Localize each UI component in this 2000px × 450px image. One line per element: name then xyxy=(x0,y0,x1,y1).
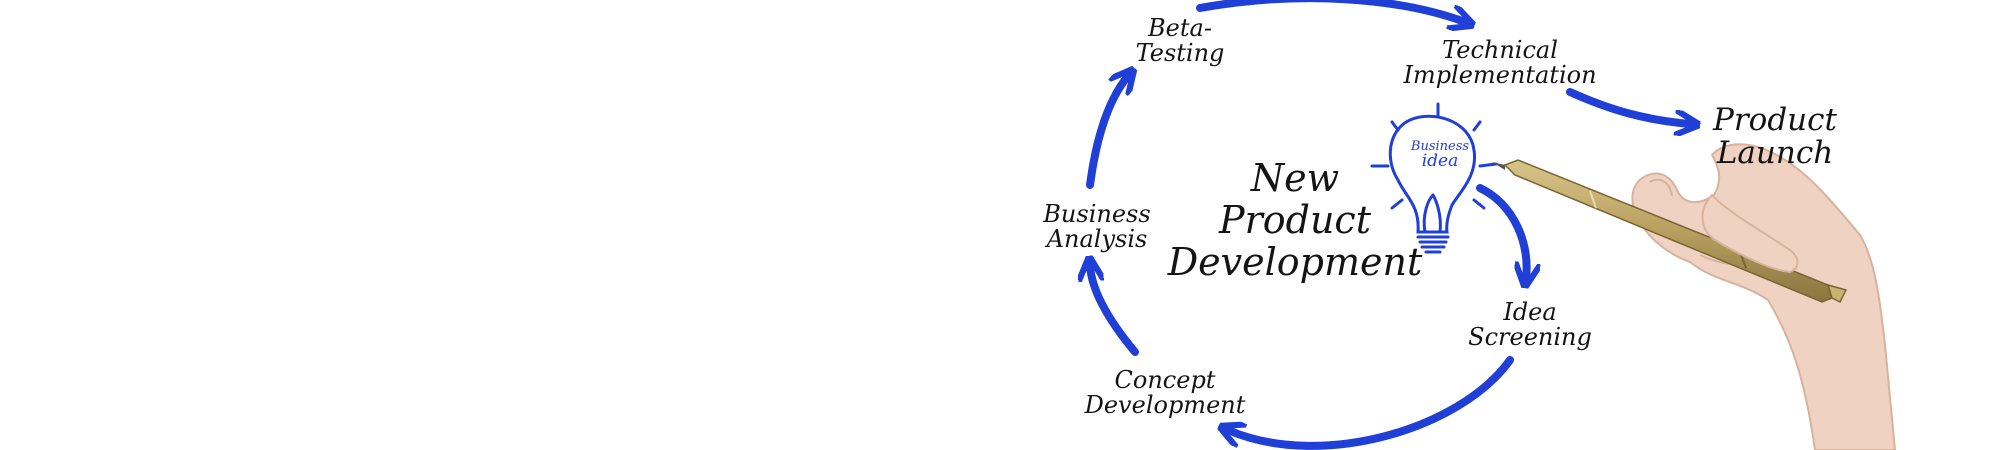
arrow-bulb-to-idea-screening xyxy=(1476,184,1527,278)
stage-business-analysis: Business Analysis xyxy=(1022,200,1172,254)
bulb-text-line1: Business xyxy=(1410,139,1470,154)
stage-concept-development-line1: Concept xyxy=(1114,366,1216,394)
hand-holding-pen xyxy=(1492,143,1897,450)
stage-idea-screening-line1: Idea xyxy=(1503,298,1557,326)
stage-concept-development: Concept Development xyxy=(1065,366,1265,420)
center-title-line3: Development xyxy=(1167,239,1423,284)
stage-idea-screening-line2: Screening xyxy=(1468,323,1592,352)
stage-product-launch-line2: Launch xyxy=(1716,134,1834,171)
lightbulb-icon xyxy=(1370,102,1498,254)
center-title: New Product Development xyxy=(1150,156,1440,284)
arrow-concept-to-business xyxy=(1090,266,1139,356)
arrow-technical-to-launch xyxy=(1566,88,1690,124)
bulb-text-line2: idea xyxy=(1421,151,1459,171)
stage-technical-implementation-line1: Technical xyxy=(1442,36,1558,64)
stage-product-launch-line1: Product xyxy=(1713,102,1837,138)
stage-business-analysis-line2: Analysis xyxy=(1046,225,1148,254)
pen-icon xyxy=(1492,159,1848,304)
arrow-idea-to-concept xyxy=(1228,356,1514,450)
stage-technical-implementation-line2: Implementation xyxy=(1403,61,1597,90)
stage-beta-testing: Beta- Testing xyxy=(1115,14,1245,68)
stage-product-launch: Product Launch xyxy=(1690,104,1860,169)
arrow-business-to-beta xyxy=(1086,76,1128,189)
stage-idea-screening: Idea Screening xyxy=(1440,298,1620,352)
stage-technical-implementation: Technical Implementation xyxy=(1380,36,1620,90)
stage-business-analysis-line1: Business xyxy=(1043,200,1151,228)
center-title-line1: New xyxy=(1250,156,1340,200)
stage-beta-testing-line2: Testing xyxy=(1135,39,1225,68)
center-title-line2: Product xyxy=(1219,197,1371,242)
stage-beta-testing-line1: Beta- xyxy=(1148,14,1212,42)
arrow-beta-to-technical xyxy=(1196,0,1465,22)
bulb-text: Business idea xyxy=(1398,140,1482,170)
stage-concept-development-line2: Development xyxy=(1084,391,1246,420)
